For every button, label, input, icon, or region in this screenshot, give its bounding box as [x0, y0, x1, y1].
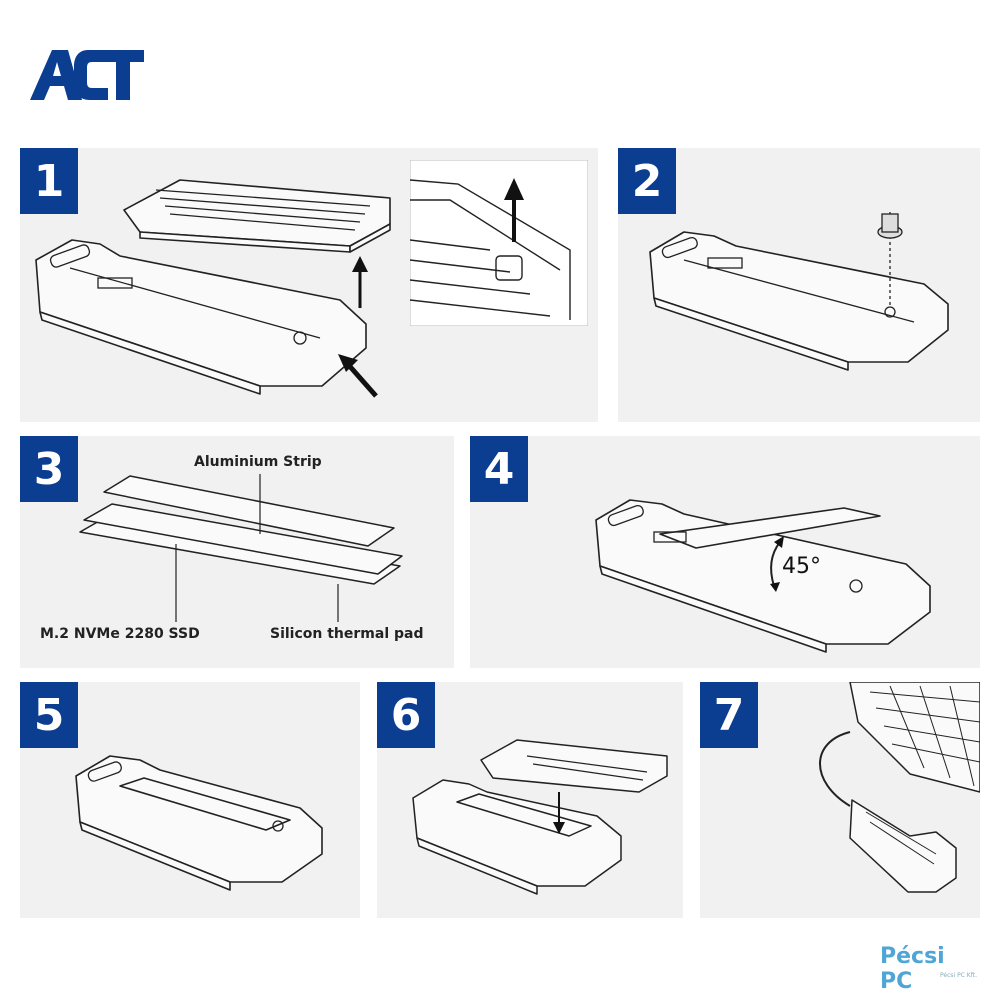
step-2-panel: 2	[618, 148, 980, 422]
act-logo	[30, 50, 144, 100]
step-number: 2	[618, 148, 676, 214]
step-number: 3	[20, 436, 78, 502]
ssd-layers-illustration	[79, 474, 403, 622]
watermark-subtext: Pécsi PC Kft.	[940, 972, 978, 979]
enclosure-screw-illustration	[649, 212, 949, 371]
step-number: 5	[20, 682, 78, 748]
aluminium-strip-label: Aluminium Strip	[194, 454, 322, 470]
enclosure-open-illustration	[35, 179, 391, 398]
step-number: 6	[377, 682, 435, 748]
pecsi-pc-watermark: Pécsi PC Pécsi PC Kft.	[880, 944, 980, 994]
ssd-seated-illustration	[75, 755, 323, 891]
connect-laptop-illustration	[819, 682, 980, 893]
step-number: 7	[700, 682, 758, 748]
step-1-panel: 1	[20, 148, 598, 422]
watermark-text: Pécsi PC	[880, 944, 945, 994]
thermal-pad-label: Silicon thermal pad	[270, 626, 424, 642]
ssd-label: M.2 NVMe 2280 SSD	[40, 626, 200, 642]
enclosure-close-illustration	[412, 739, 668, 895]
ssd-insert-angle-illustration	[595, 499, 931, 653]
step-3-panel: 3 Aluminium Strip M.2 NVMe 2280 SSD Sili…	[20, 436, 454, 668]
step-4-panel: 4 45°	[470, 436, 980, 668]
lid-clip-detail-inset	[410, 160, 588, 326]
step-5-panel: 5	[20, 682, 360, 918]
step-7-panel: 7	[700, 682, 980, 918]
insert-angle-label: 45°	[782, 554, 821, 579]
step-number: 4	[470, 436, 528, 502]
step-number: 1	[20, 148, 78, 214]
step-6-panel: 6	[377, 682, 683, 918]
